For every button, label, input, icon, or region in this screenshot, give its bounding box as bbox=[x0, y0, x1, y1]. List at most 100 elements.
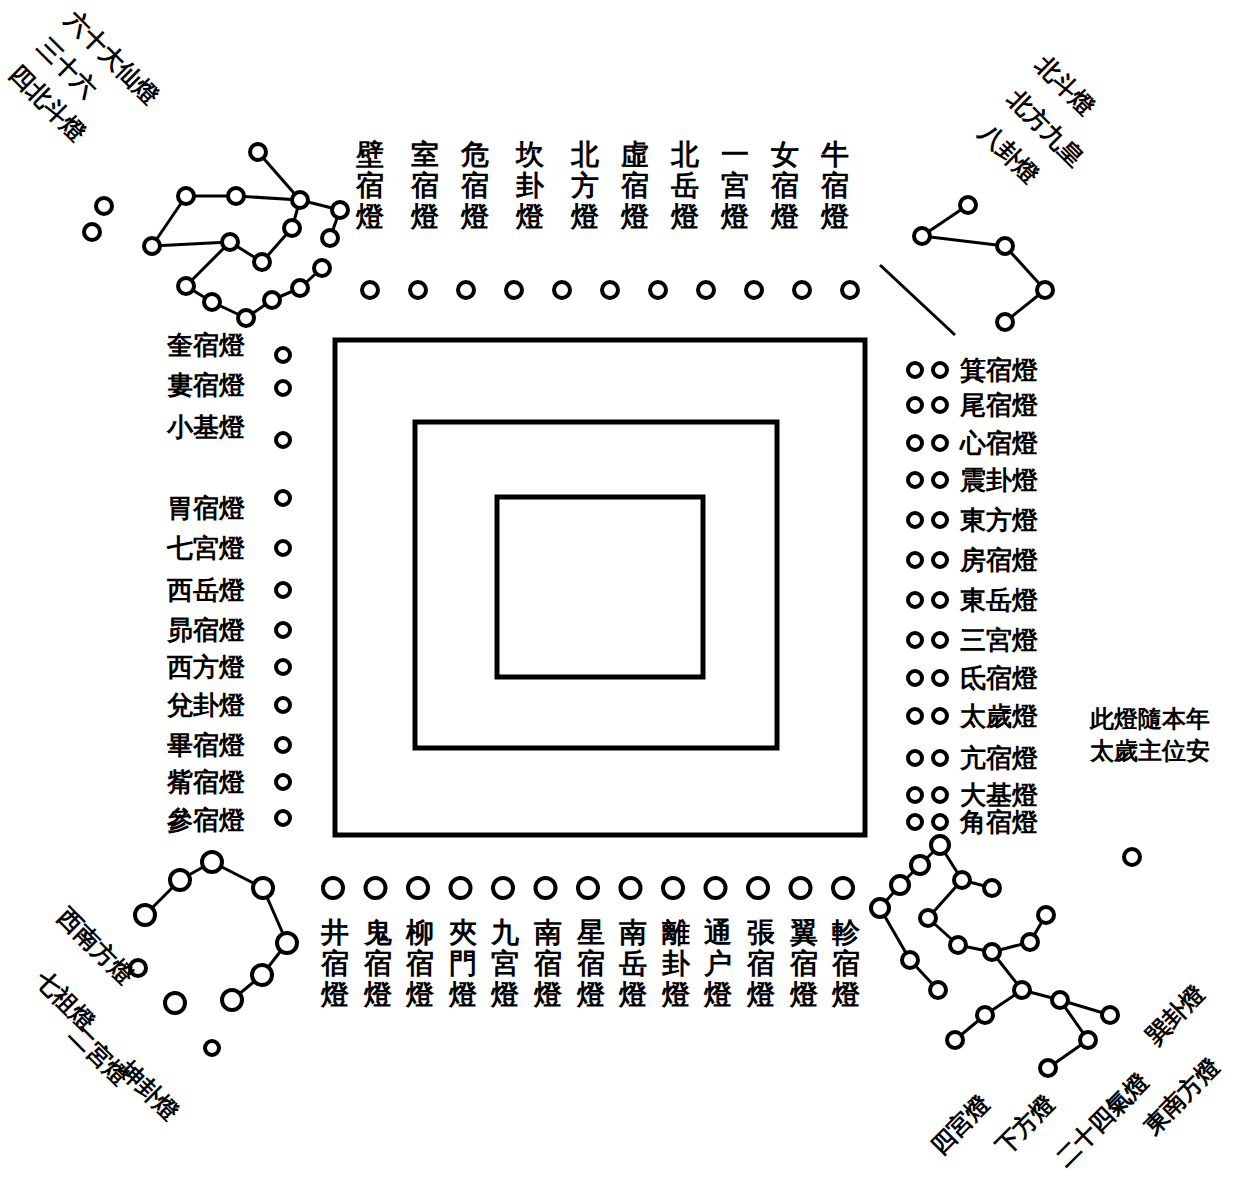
lamp-symbol bbox=[933, 553, 947, 567]
lamp-symbol bbox=[960, 197, 976, 213]
lamp-symbol bbox=[276, 623, 290, 637]
altar-square bbox=[335, 340, 865, 835]
lamp-symbol bbox=[954, 872, 970, 888]
lamp-symbol bbox=[178, 188, 194, 204]
lamp-symbol bbox=[920, 910, 936, 926]
lamp-label: 畢宿燈 bbox=[167, 731, 245, 760]
lamp-label: 震卦燈 bbox=[960, 466, 1038, 495]
lamp-symbol bbox=[908, 815, 922, 829]
lamp-symbol bbox=[84, 224, 100, 240]
lamp-symbol bbox=[205, 1041, 219, 1055]
lamp-symbol bbox=[1040, 1060, 1056, 1076]
lamp-symbol bbox=[947, 1032, 963, 1048]
altar-square bbox=[415, 422, 777, 748]
lamp-symbol bbox=[908, 593, 922, 607]
lamp-symbol bbox=[933, 436, 947, 450]
lamp-symbol bbox=[663, 878, 683, 898]
lamp-label: 張宿燈 bbox=[747, 918, 775, 1010]
lamp-link bbox=[922, 236, 1005, 246]
lamp-symbol bbox=[1124, 849, 1140, 865]
lamp-label: 心宿燈 bbox=[960, 429, 1038, 458]
lamp-symbol bbox=[276, 583, 290, 597]
lamp-label: 女宿燈 bbox=[771, 140, 799, 232]
lamp-label: 奎宿燈 bbox=[167, 331, 245, 360]
lamp-label: 氐宿燈 bbox=[960, 664, 1038, 693]
lamp-symbol bbox=[911, 856, 929, 874]
lamp-label: 北方燈 bbox=[571, 140, 599, 232]
lamp-label: 七祖燈 bbox=[31, 966, 101, 1036]
lamp-label: 東方燈 bbox=[960, 506, 1038, 535]
lamp-symbol bbox=[1014, 982, 1030, 998]
lamp-symbol bbox=[902, 952, 918, 968]
lamp-link bbox=[152, 242, 230, 246]
lamp-label: 小基燈 bbox=[167, 413, 245, 442]
lamp-symbol bbox=[984, 880, 1000, 896]
lamp-symbol bbox=[794, 282, 810, 298]
lamp-label: 虛宿燈 bbox=[621, 140, 649, 232]
lamp-symbol bbox=[276, 541, 290, 555]
lamp-symbol bbox=[871, 899, 889, 917]
lamp-label: 室宿燈 bbox=[411, 140, 439, 232]
lamp-symbol bbox=[204, 294, 220, 310]
lamp-symbol bbox=[833, 878, 853, 898]
lamp-symbol bbox=[706, 878, 726, 898]
lamp-symbol bbox=[1052, 992, 1068, 1008]
lamp-label: 四宮燈 bbox=[926, 1090, 996, 1160]
lamp-label: 北岳燈 bbox=[671, 140, 699, 232]
lamp-label: 角宿燈 bbox=[960, 808, 1038, 837]
lamp-symbol bbox=[908, 709, 922, 723]
lamp-label: 九宮燈 bbox=[491, 918, 519, 1010]
lamp-symbol bbox=[276, 348, 290, 362]
lamp-label: 箕宿燈 bbox=[960, 356, 1038, 385]
lamp-symbol bbox=[908, 436, 922, 450]
lamp-label: 夾門燈 bbox=[449, 918, 477, 1010]
lamp-symbol bbox=[930, 982, 946, 998]
lamp-symbol bbox=[908, 553, 922, 567]
lamp-symbol bbox=[933, 363, 947, 377]
lamp-symbol bbox=[1080, 1032, 1096, 1048]
lamp-label: 西南方燈 bbox=[53, 903, 140, 990]
lamp-label: 婁宿燈 bbox=[167, 371, 245, 400]
lamp-symbol bbox=[222, 990, 242, 1010]
lamp-label: 坤卦燈 bbox=[115, 1056, 185, 1126]
lamp-symbol bbox=[366, 878, 386, 898]
lamp-label: 坎卦燈 bbox=[516, 140, 544, 232]
lamp-symbol bbox=[1037, 282, 1053, 298]
lamp-symbol bbox=[284, 220, 300, 236]
lamp-symbol bbox=[222, 234, 238, 250]
lamp-symbol bbox=[408, 878, 428, 898]
lamp-label: 巽卦燈 bbox=[1141, 980, 1211, 1050]
lamp-symbol bbox=[493, 878, 513, 898]
lamp-symbol bbox=[276, 775, 290, 789]
lamp-symbol bbox=[997, 238, 1013, 254]
lamp-symbol bbox=[933, 751, 947, 765]
lamp-label: 翼宿燈 bbox=[790, 918, 818, 1010]
lamp-symbol bbox=[933, 473, 947, 487]
lamp-label: 通户燈 bbox=[704, 918, 732, 1010]
lamp-symbol bbox=[276, 738, 290, 752]
lamp-symbol bbox=[253, 878, 273, 898]
lamp-label: 軫宿燈 bbox=[832, 918, 860, 1010]
lamp-label: 尾宿燈 bbox=[960, 391, 1038, 420]
lamp-symbol bbox=[933, 815, 947, 829]
lamp-symbol bbox=[332, 202, 348, 218]
altar-square bbox=[497, 497, 703, 677]
lamp-label: 大基燈 bbox=[960, 781, 1038, 810]
lamp-symbol bbox=[997, 314, 1013, 330]
lamp-symbol bbox=[908, 788, 922, 802]
lamp-symbol bbox=[362, 282, 378, 298]
lamp-label: 西岳燈 bbox=[167, 576, 245, 605]
lamp-label: 危宿燈 bbox=[461, 140, 489, 232]
lamp-label: 星宿燈 bbox=[577, 918, 605, 1010]
lamp-symbol bbox=[254, 254, 270, 270]
lamp-symbol bbox=[650, 282, 666, 298]
lamp-symbol bbox=[908, 671, 922, 685]
lamp-label: 三宮燈 bbox=[960, 626, 1038, 655]
lamp-symbol bbox=[984, 944, 1000, 960]
lamp-label: 壁宿燈 bbox=[356, 140, 384, 232]
lamp-symbol bbox=[578, 878, 598, 898]
note-text: 此燈隨本年太歲主位安 bbox=[1090, 703, 1215, 768]
lamp-link bbox=[880, 265, 955, 335]
lamp-symbol bbox=[178, 278, 194, 294]
lamp-symbol bbox=[933, 593, 947, 607]
